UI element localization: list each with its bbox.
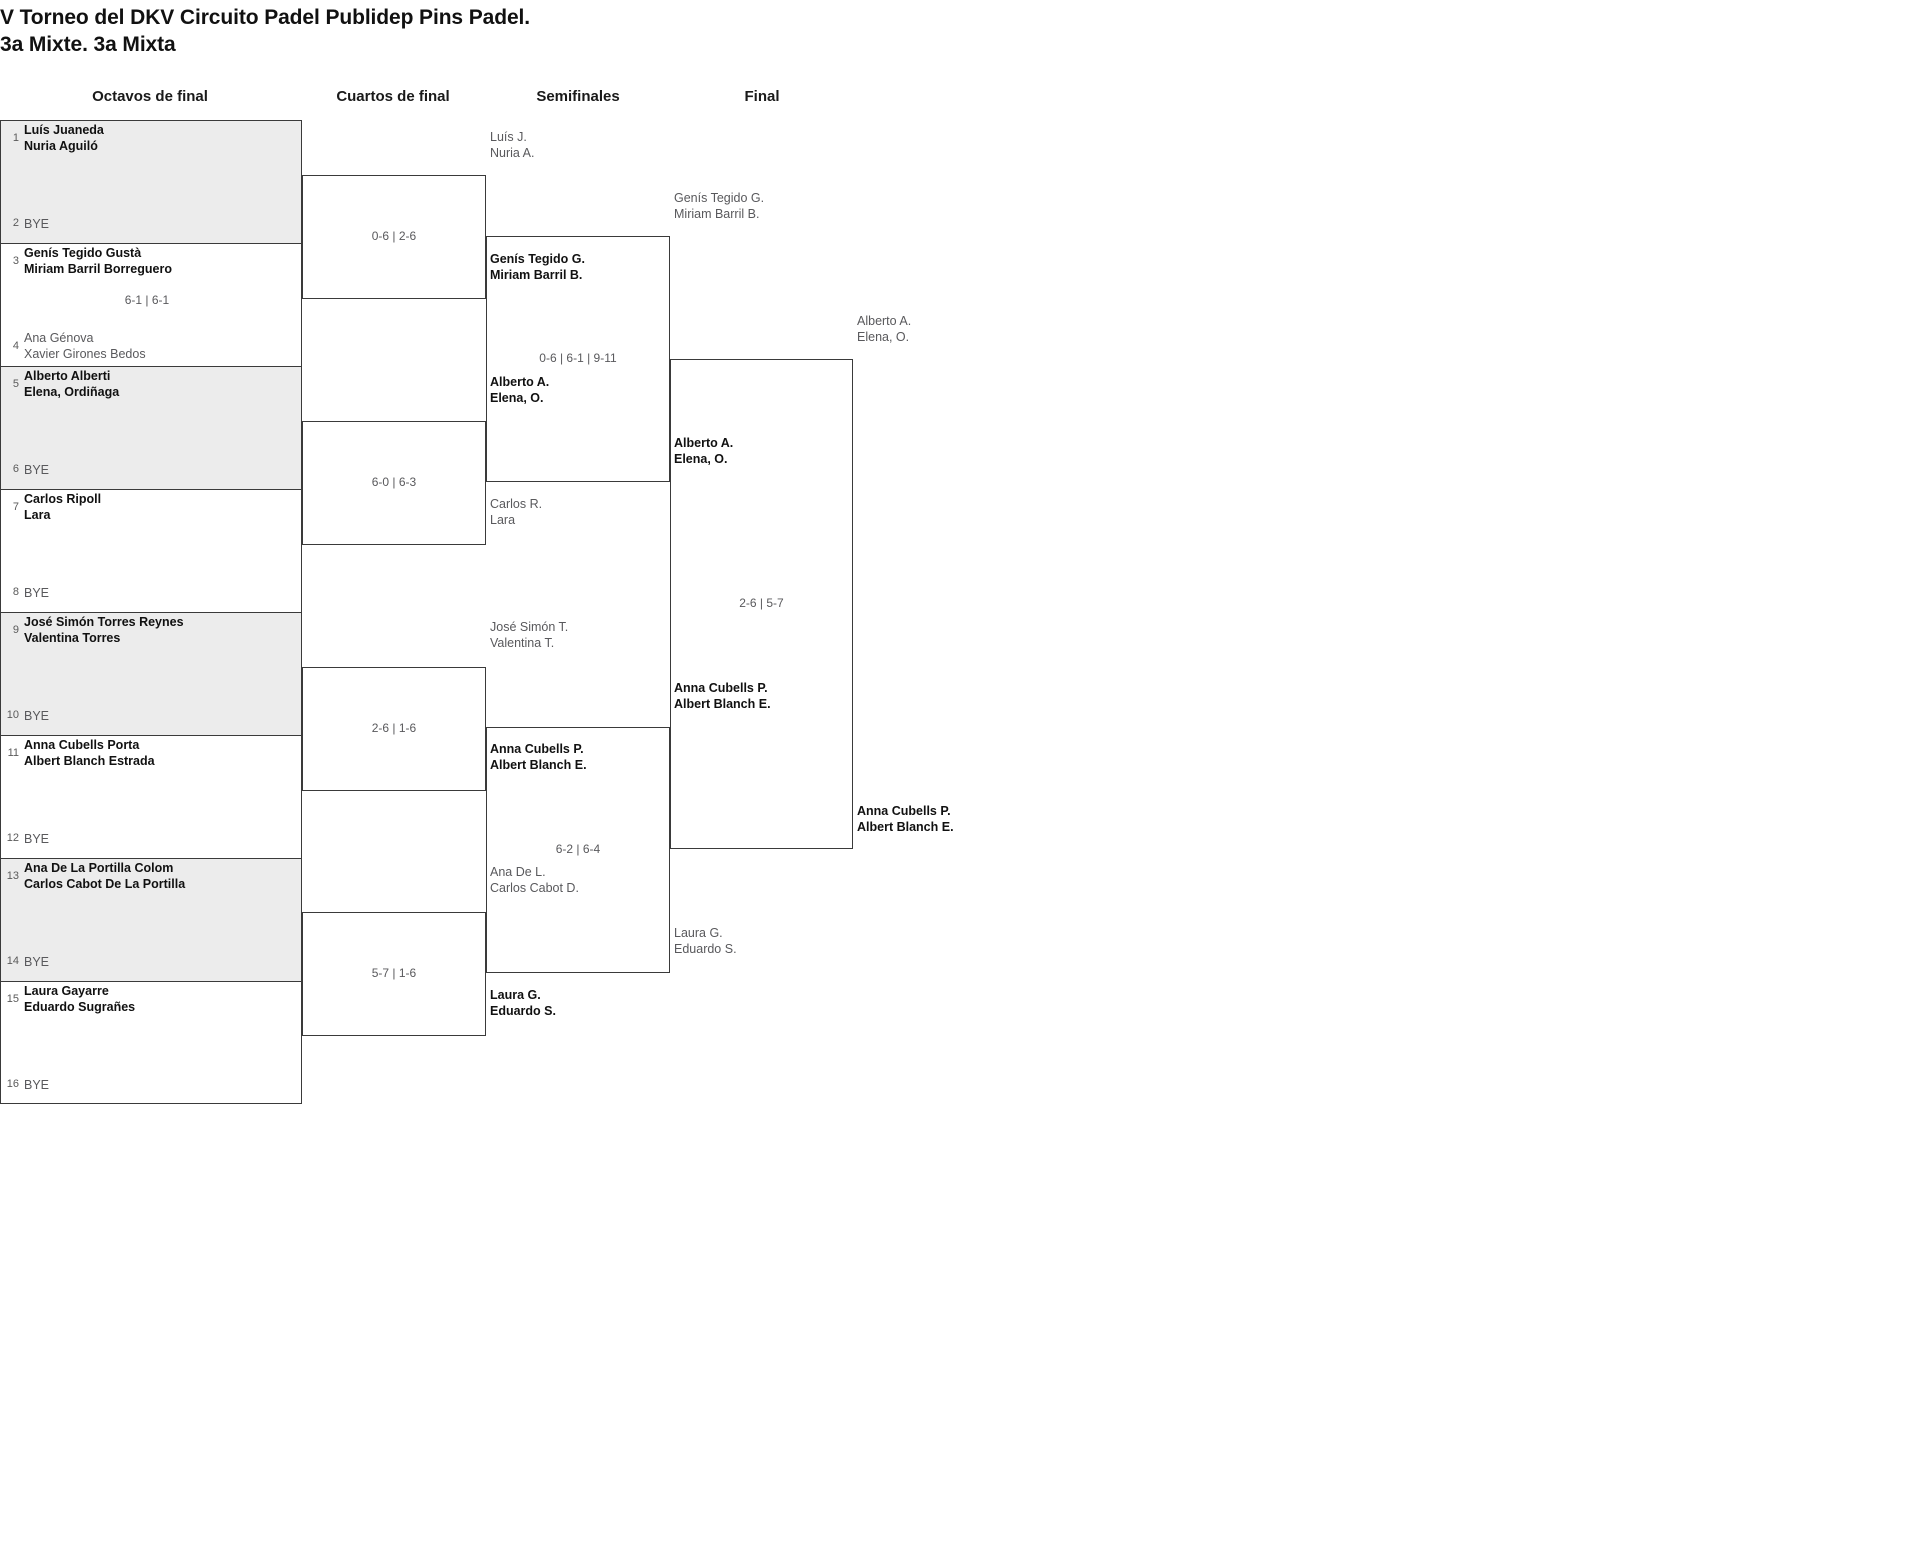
- round1-slot[interactable]: 2 BYE: [1, 208, 303, 242]
- team-name: Ana De L.Carlos Cabot D.: [490, 865, 579, 895]
- seed-number: 2: [12, 217, 19, 229]
- match-score: 2-6 | 1-6: [371, 721, 417, 735]
- team-name: Anna Cubells P.Albert Blanch E.: [857, 804, 954, 834]
- seed-number: 11: [7, 747, 19, 759]
- match-score: 6-0 | 6-3: [371, 475, 417, 489]
- match-box[interactable]: [486, 727, 670, 973]
- bye-label: BYE: [24, 955, 50, 969]
- match-score: 6-2 | 6-4: [555, 842, 601, 856]
- seed-number: 15: [6, 993, 19, 1005]
- round1-slot[interactable]: 6 BYE: [1, 454, 303, 488]
- seed-number: 1: [12, 132, 19, 144]
- bye-label: BYE: [24, 586, 50, 600]
- round-header-final: Final: [744, 88, 780, 105]
- team-name: Genís Tegido G.Miriam Barril B.: [490, 252, 585, 282]
- team-name: Carlos R.Lara: [490, 497, 543, 527]
- round1-slot[interactable]: 16 BYE: [1, 1069, 303, 1103]
- match-box[interactable]: [302, 667, 486, 791]
- bye-label: BYE: [24, 709, 50, 723]
- seed-number: 3: [12, 255, 19, 267]
- seed-number: 10: [6, 709, 19, 721]
- team-name: Alberto A.Elena, O.: [674, 436, 734, 466]
- team-name: Laura G.Eduardo S.: [674, 926, 737, 956]
- match-score: 5-7 | 1-6: [371, 966, 417, 980]
- round-header-semifinales: Semifinales: [536, 88, 620, 105]
- match-box[interactable]: [302, 175, 486, 299]
- bye-label: BYE: [24, 832, 50, 846]
- seed-number: 9: [12, 624, 19, 636]
- seed-number: 14: [6, 955, 19, 967]
- match-score: 6-1 | 6-1: [124, 293, 170, 307]
- title-line-2: 3a Mixte. 3a Mixta: [0, 33, 176, 57]
- team-name: Anna Cubells P.Albert Blanch E.: [490, 742, 587, 772]
- round-header-cuartos: Cuartos de final: [336, 88, 450, 105]
- round1-slot[interactable]: 8 BYE: [1, 577, 303, 611]
- match-score: 0-6 | 2-6: [371, 229, 417, 243]
- seed-number: 12: [6, 832, 19, 844]
- bye-label: BYE: [24, 463, 50, 477]
- team-name: Alberto A.Elena, O.: [490, 375, 550, 405]
- match-score: 2-6 | 5-7: [739, 596, 784, 610]
- seed-number: 13: [6, 870, 19, 882]
- round1-slot[interactable]: 10 BYE: [1, 700, 303, 734]
- round-header-octavos: Octavos de final: [92, 88, 208, 105]
- page-title: V Torneo del DKV Circuito Padel Publidep…: [0, 4, 1200, 59]
- team-name: Laura G.Eduardo S.: [490, 988, 556, 1018]
- bye-label: BYE: [24, 1078, 50, 1092]
- match-box[interactable]: [302, 912, 486, 1036]
- team-name: Luís J.Nuria A.: [490, 130, 535, 160]
- match-box[interactable]: [670, 359, 853, 849]
- seed-number: 7: [12, 501, 19, 513]
- seed-number: 5: [12, 378, 19, 390]
- team-name: Alberto A.Elena, O.: [857, 314, 912, 344]
- team-name: José Simón T.Valentina T.: [490, 620, 569, 650]
- match-box[interactable]: [302, 421, 486, 545]
- match-box[interactable]: [486, 236, 670, 482]
- team-name: Genís Tegido G.Miriam Barril B.: [674, 191, 765, 221]
- bye-label: BYE: [24, 217, 50, 231]
- seed-number: 6: [12, 463, 19, 475]
- team-name: Anna Cubells P.Albert Blanch E.: [674, 681, 771, 711]
- round1-slot[interactable]: 12 BYE: [1, 823, 303, 857]
- title-line-1: V Torneo del DKV Circuito Padel Publidep…: [0, 6, 531, 29]
- match-score: 0-6 | 6-1 | 9-11: [539, 351, 617, 365]
- seed-number: 16: [6, 1078, 19, 1090]
- round1-slot[interactable]: 14 BYE: [1, 946, 303, 980]
- seed-number: 8: [12, 586, 19, 598]
- seed-number: 4: [12, 340, 19, 352]
